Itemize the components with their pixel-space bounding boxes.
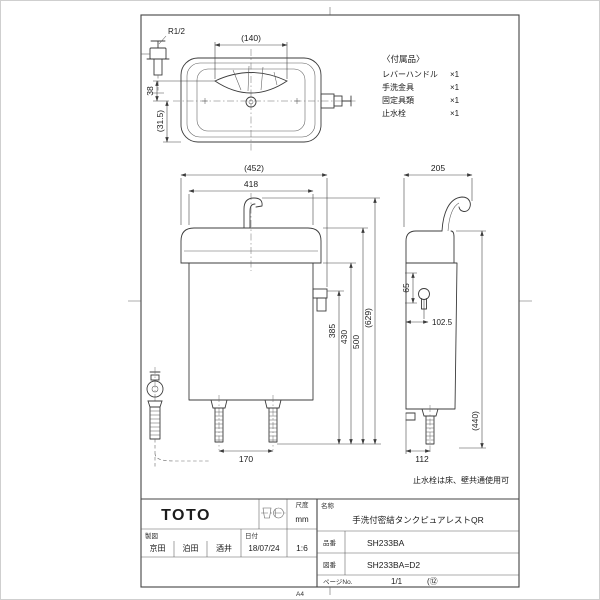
product-name: 手洗付密結タンクピュアレストQR: [352, 515, 484, 525]
front-view: (452) 418 385 430 500 (629) 170: [146, 163, 381, 467]
scale-value: 1:6: [296, 543, 308, 553]
thread-size-label: R1/2: [168, 27, 185, 36]
spout-front: [243, 197, 263, 229]
name-label: 名称: [321, 501, 335, 510]
supply-valve-detail: R1/2: [141, 27, 185, 94]
drafter-name: 泊田: [183, 543, 199, 553]
date-value: 18/07/24: [248, 544, 280, 553]
dim-385-label: 385: [327, 324, 337, 338]
accessory-item: 止水栓: [382, 108, 406, 118]
drawing-no-value: SH233BA=D2: [367, 560, 420, 570]
part-no-label: 品番: [323, 539, 337, 547]
dim-430-label: 430: [339, 330, 349, 344]
page-label: ページNo.: [323, 578, 353, 586]
date-label: 日付: [245, 531, 259, 540]
spout-side: [441, 196, 471, 232]
dim-440-label: (440): [470, 411, 480, 431]
unit-value: mm: [295, 515, 309, 524]
drafter-name: 酒井: [216, 543, 232, 553]
spout-plan-outline: [214, 72, 288, 94]
mounting-stud-right: [264, 395, 282, 450]
accessory-qty: ×1: [450, 109, 460, 118]
dim-102-5-label: 102.5: [432, 318, 453, 327]
dim-38-label: 38: [145, 86, 155, 96]
shutoff-valve: [146, 367, 209, 467]
dim-629-label: (629): [363, 308, 373, 328]
scale-label: 尺度: [296, 500, 310, 509]
paper-size-label: A4: [296, 591, 304, 598]
drafter-label: 製図: [145, 531, 158, 540]
dim-65-label: 65: [401, 283, 411, 293]
title-block: TOTO 尺度 mm 製図 京田 泊田 酒井 日付 18/07/24 1:6 名…: [141, 498, 519, 587]
dim-140-label: (140): [241, 33, 261, 43]
valve-usage-note: 止水栓は床、壁共通使用可: [413, 475, 509, 485]
accessories-title: 〈付属品〉: [382, 54, 425, 64]
dim-500-label: 500: [351, 335, 361, 349]
dim-170-label: 170: [239, 454, 253, 464]
accessory-qty: ×1: [450, 96, 460, 105]
toto-logo: TOTO: [161, 507, 211, 524]
accessory-qty: ×1: [450, 83, 460, 92]
third-angle-projection-icon: [261, 507, 286, 519]
top-view: (140) 38 (31.5): [145, 33, 357, 151]
mounting-stud-left: [210, 395, 228, 450]
revision-mark: (⑫: [427, 577, 438, 586]
part-no-value: SH233BA: [367, 538, 405, 548]
accessory-item: 固定具類: [382, 95, 414, 105]
side-mounting-stud: [421, 405, 439, 452]
accessory-qty: ×1: [450, 70, 460, 79]
tank-side-bracket: [312, 288, 328, 312]
accessories-list: 〈付属品〉 レバーハンドル ×1 手洗金具 ×1 固定具類 ×1 止水栓 ×1: [382, 54, 460, 118]
drawing-frame: [128, 7, 532, 595]
dim-418-label: 418: [244, 179, 258, 189]
dim-205-label: 205: [431, 163, 445, 173]
drafter-name: 京田: [150, 543, 166, 553]
drawing-no-label: 図番: [323, 561, 337, 569]
supply-fitting-plan: [320, 93, 352, 109]
dim-31-5-label: (31.5): [155, 110, 165, 132]
keyhole-mount: [418, 288, 430, 310]
side-view: 205 65 102.5 (440) 112: [401, 163, 486, 464]
page-value: 1/1: [391, 577, 403, 586]
dim-112-label: 112: [415, 454, 429, 464]
dim-452-label: (452): [244, 163, 264, 173]
accessory-item: レバーハンドル: [382, 70, 438, 79]
accessory-item: 手洗金具: [382, 82, 414, 92]
